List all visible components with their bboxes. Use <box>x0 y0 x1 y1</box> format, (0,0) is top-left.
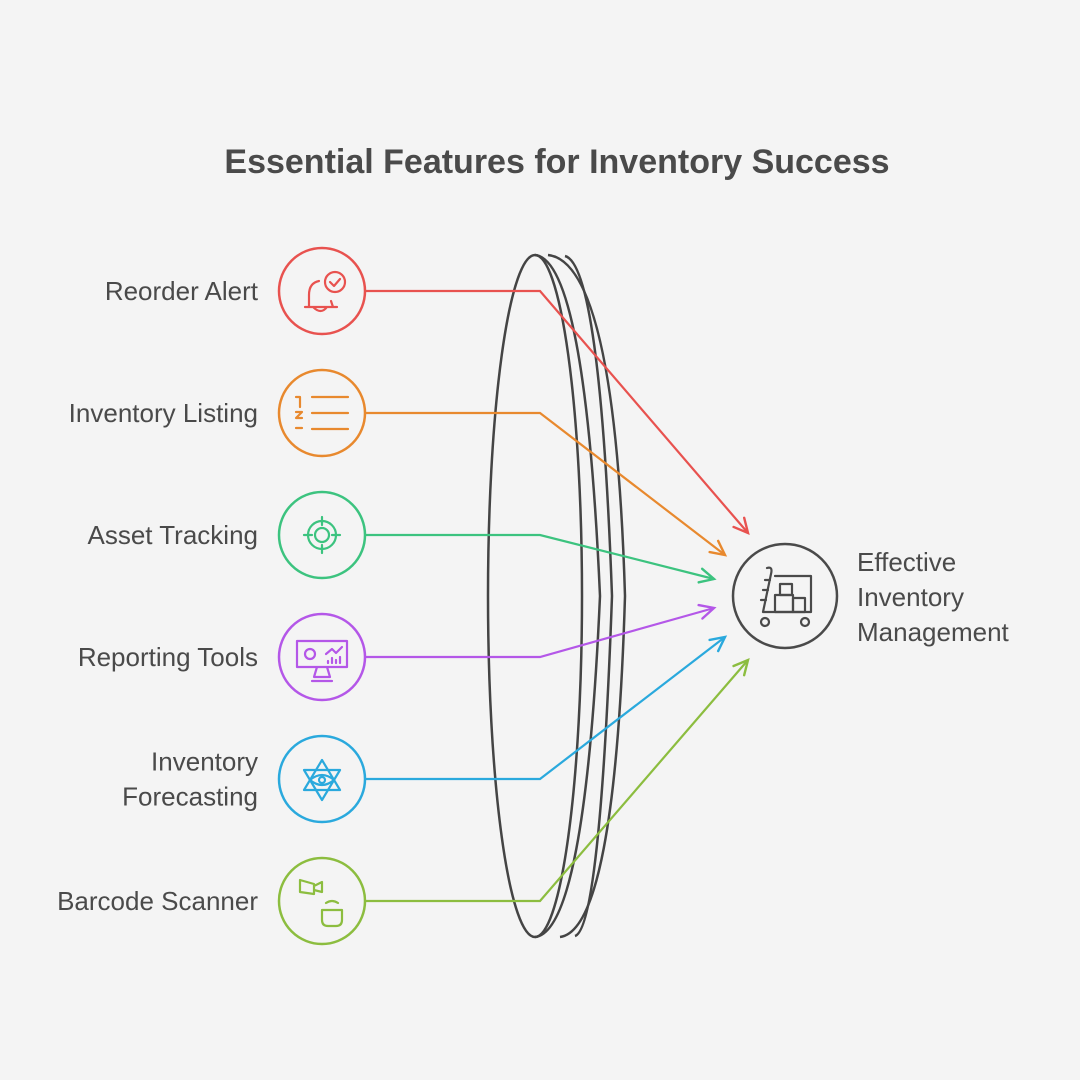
arrowhead <box>732 657 750 677</box>
outcome-label-line: Effective <box>857 547 956 577</box>
outcome-label-line: Inventory <box>857 582 964 612</box>
outcome-label-line: Management <box>857 617 1010 647</box>
feature-label: Inventory <box>151 747 258 777</box>
diagram-title: Essential Features for Inventory Success <box>224 143 889 181</box>
feature-label: Asset Tracking <box>87 520 258 550</box>
feature-label: Reporting Tools <box>78 642 258 672</box>
feature-label: Forecasting <box>122 782 258 812</box>
arrowhead <box>732 516 750 536</box>
connector-line <box>365 533 715 581</box>
arrowhead <box>708 635 728 653</box>
arrowhead <box>708 539 728 557</box>
arrowhead <box>697 567 717 584</box>
feature-circle <box>277 856 367 946</box>
feature-row: Barcode Scanner <box>57 657 750 946</box>
connector-line <box>365 289 749 534</box>
connector-line <box>365 659 749 903</box>
feature-circle <box>277 246 367 336</box>
cart-boxes-icon <box>759 566 813 628</box>
feature-row: Reorder Alert <box>105 246 750 536</box>
outcome-node: Effective Inventory Management <box>731 542 1010 650</box>
feature-row: Reporting Tools <box>78 603 717 702</box>
feature-label: Reorder Alert <box>105 276 259 306</box>
feature-label: Barcode Scanner <box>57 886 258 916</box>
connector-line <box>365 636 726 781</box>
feature-label: Inventory Listing <box>69 398 258 428</box>
feature-row: Asset Tracking <box>87 490 717 584</box>
monitor-chart-icon <box>295 639 349 683</box>
star-eye-icon <box>302 758 342 802</box>
feature-circle <box>277 612 367 702</box>
lens-shape <box>486 253 627 939</box>
connector-line <box>365 411 726 556</box>
numbered-list-icon <box>294 395 350 431</box>
scanner-basket-icon <box>298 878 344 928</box>
feature-row: Inventory Listing <box>69 368 728 557</box>
bell-check-icon <box>303 270 347 313</box>
arrowhead <box>697 603 717 620</box>
connector-line <box>365 606 715 659</box>
feature-circle <box>277 734 367 824</box>
feature-circle <box>277 490 367 580</box>
target-icon <box>302 515 342 555</box>
